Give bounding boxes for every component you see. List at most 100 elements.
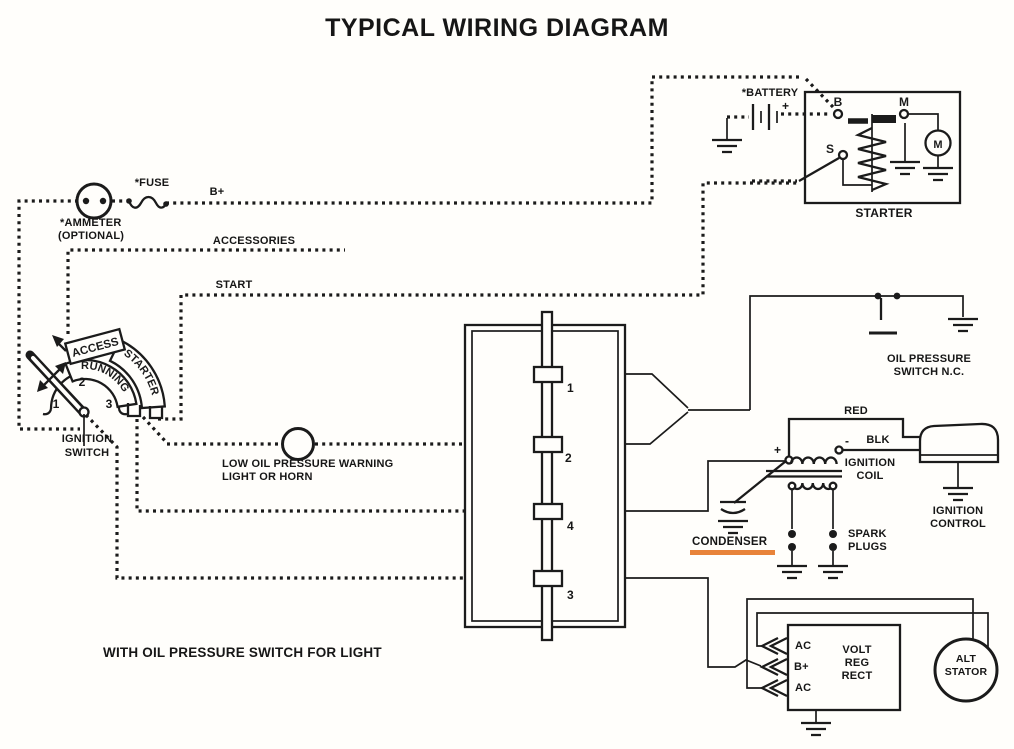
ground-spark-plug xyxy=(816,564,850,580)
blk-wire-label: BLK xyxy=(866,434,890,446)
wire-condenser-diagonal xyxy=(733,460,787,504)
regulator-label-line1: VOLT xyxy=(842,644,872,656)
warning-light-label-line1: LOW OIL PRESSURE WARNING xyxy=(222,458,394,470)
regulator-label-line2: REG xyxy=(844,657,870,669)
switch-contact-dot xyxy=(874,292,882,300)
motor-m-label: M xyxy=(933,139,942,151)
start-label: START xyxy=(215,279,253,291)
connector-pin xyxy=(532,569,564,588)
wire-running-diagonal xyxy=(141,415,169,445)
dotted-wiring xyxy=(17,75,835,580)
fuse-symbol xyxy=(126,195,169,209)
connector-block xyxy=(463,310,627,642)
regulator-chevron-b-plus xyxy=(759,657,788,677)
ammeter-post xyxy=(82,197,90,205)
oil-pressure-switch xyxy=(869,292,980,335)
alternator-stator-symbol xyxy=(933,637,999,703)
connector-pin-3: 3 xyxy=(567,588,574,602)
fuse-label: *FUSE xyxy=(134,177,170,189)
ammeter-symbol xyxy=(75,182,113,220)
rotate-arrow-upper-head xyxy=(52,335,64,347)
switch-arc-hook xyxy=(42,408,53,416)
warning-light-symbol xyxy=(281,427,315,461)
s-bracket-wire xyxy=(842,159,872,186)
regulator-chevron-ac-bottom xyxy=(759,678,788,698)
ground-condenser xyxy=(716,519,750,535)
ignition-switch-label-line1: IGNITION xyxy=(61,433,113,445)
connector-pin-1: 1 xyxy=(567,381,574,395)
battery-symbol xyxy=(710,104,778,154)
regulator-input-ac-top: AC xyxy=(795,640,812,652)
switch-arc-hook xyxy=(117,408,128,416)
fuse-end xyxy=(163,201,169,207)
s-exit-wire xyxy=(798,157,840,182)
connector-pin xyxy=(532,365,564,384)
ground-regulator xyxy=(799,721,833,737)
control-body xyxy=(918,422,1000,464)
ground-oil-switch xyxy=(946,317,980,333)
spark-plug-gap-dot xyxy=(829,543,837,551)
plug-ground-stem xyxy=(791,551,834,565)
oil-pressure-switch-label-line1: OIL PRESSURE xyxy=(886,353,972,365)
regulator-box xyxy=(786,623,902,712)
coil-plus-sign: + xyxy=(774,443,782,457)
solenoid-coil xyxy=(854,126,890,192)
ignition-switch-label-line2: SWITCH xyxy=(64,447,110,459)
secondary-terminal xyxy=(828,481,838,491)
spark-plug-gap-dot xyxy=(788,530,796,538)
oil-pressure-switch-label-line2: SWITCH N.C. xyxy=(893,366,965,378)
starter-assembly: B M S M xyxy=(798,90,962,205)
coil-minus-terminal xyxy=(834,445,844,455)
spark-plug-gap-dot xyxy=(788,543,796,551)
solid-wiring xyxy=(561,295,989,689)
coil-secondary-winding xyxy=(790,482,835,491)
wire-pivot-to-pin3 xyxy=(84,413,533,580)
starter-box xyxy=(803,90,962,205)
wire-pin4-to-coil xyxy=(561,460,786,512)
alternator-label-line2: STATOR xyxy=(944,666,988,678)
terminal-s-label: S xyxy=(826,142,834,156)
switch-contact-dot xyxy=(893,292,901,300)
switch-detent-1: 1 xyxy=(52,397,60,411)
ignition-coil-label-line2: COIL xyxy=(856,470,884,482)
ignition-control-label-line2: CONTROL xyxy=(930,518,986,530)
wire-ac-inner xyxy=(756,612,989,651)
battery-label: *BATTERY xyxy=(741,87,799,99)
starter-band xyxy=(108,338,167,410)
access-segment xyxy=(63,327,127,366)
spark-plugs-label-line2: PLUGS xyxy=(848,541,887,553)
regulator-input-b-plus: B+ xyxy=(794,661,809,673)
regulator-label-line3: RECT xyxy=(841,670,873,682)
ammeter-label-line2: (OPTIONAL) xyxy=(58,230,125,242)
coil-primary-winding xyxy=(789,456,838,465)
connector-pin xyxy=(532,435,564,454)
wire-red xyxy=(787,417,920,456)
switch-detent-3: 3 xyxy=(105,397,113,411)
ground-spark-plug xyxy=(775,564,809,580)
ammeter-label-line1: *AMMETER xyxy=(60,217,122,229)
motor-symbol xyxy=(924,129,952,157)
condenser-plate-curved xyxy=(720,508,746,515)
b-plus-label: B+ xyxy=(209,186,225,198)
wire-b-plus xyxy=(166,75,803,205)
page-title: TYPICAL WIRING DIAGRAM xyxy=(325,14,669,42)
starter-label: STARTER xyxy=(855,206,913,220)
secondary-terminal xyxy=(787,481,797,491)
terminal-b xyxy=(832,108,844,120)
coil-core xyxy=(766,469,842,478)
accessories-label: ACCESSORIES xyxy=(212,235,296,247)
switch-lever-face xyxy=(31,356,83,412)
alternator-label-line1: ALT xyxy=(955,653,977,665)
connector-pin-4: 4 xyxy=(567,519,574,533)
ground-battery xyxy=(710,138,744,154)
ignition-coil-assembly xyxy=(716,445,850,580)
terminal-s xyxy=(837,149,849,161)
connector-bar xyxy=(540,310,554,642)
fuse-wave xyxy=(127,195,167,209)
rotate-arrow-upper xyxy=(57,342,67,352)
spark-plug-gap-dot xyxy=(829,530,837,538)
ignition-control-module xyxy=(918,422,1000,502)
ground-starter xyxy=(888,160,922,176)
terminal-m xyxy=(898,108,910,120)
